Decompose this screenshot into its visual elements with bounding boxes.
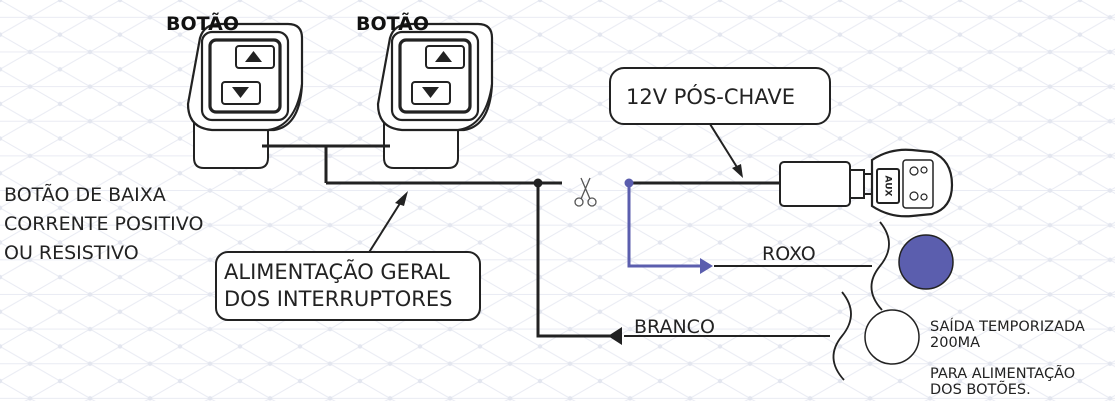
output-line1: SAÍDA TEMPORIZADA xyxy=(930,318,1085,335)
button-label-left: BOTÃO xyxy=(166,11,239,35)
scissors-icon xyxy=(574,177,597,207)
window-button-right xyxy=(376,22,494,169)
wire-break-mark-white xyxy=(832,291,852,381)
output-line3: PARA ALIMENTAÇÃO xyxy=(930,365,1075,382)
power-supply-callout xyxy=(215,191,481,321)
down-arrow-icon xyxy=(411,81,451,105)
up-arrow-icon xyxy=(235,45,275,69)
purple-connector xyxy=(898,234,954,290)
window-button-left xyxy=(186,22,304,169)
button-label-right: BOTÃO xyxy=(356,11,429,35)
purple-wire-label: ROXO xyxy=(762,243,816,265)
power-supply-label-line1: ALIMENTAÇÃO GERAL xyxy=(224,258,450,284)
ignition-callout xyxy=(609,67,831,178)
down-arrow-icon xyxy=(221,81,261,105)
wires xyxy=(262,144,872,338)
button-type-line2: CORRENTE POSITIVO xyxy=(4,213,203,235)
wire-break-mark-purple xyxy=(870,221,890,311)
purple-arrow-icon xyxy=(700,258,713,274)
ignition-label: 12V PÓS-CHAVE xyxy=(626,84,795,109)
white-arrow-icon xyxy=(608,327,622,345)
aux-module-label: AUX xyxy=(883,176,893,197)
aux-module xyxy=(779,148,954,218)
output-line2: 200MA xyxy=(930,335,980,351)
up-arrow-icon xyxy=(425,45,465,69)
button-type-line3: OU RESISTIVO xyxy=(4,242,139,264)
purple-wire xyxy=(627,183,704,268)
output-line4: DOS BOTÕES. xyxy=(930,381,1031,398)
white-connector xyxy=(864,309,920,365)
white-wire-vertical xyxy=(536,183,614,338)
power-supply-label-line2: DOS INTERRUPTORES xyxy=(224,287,452,311)
white-wire-label: BRANCO xyxy=(634,316,715,338)
junction-dot xyxy=(533,178,543,188)
button-type-line1: BOTÃO DE BAIXA xyxy=(4,183,166,206)
screw-terminal-icon xyxy=(909,166,928,201)
